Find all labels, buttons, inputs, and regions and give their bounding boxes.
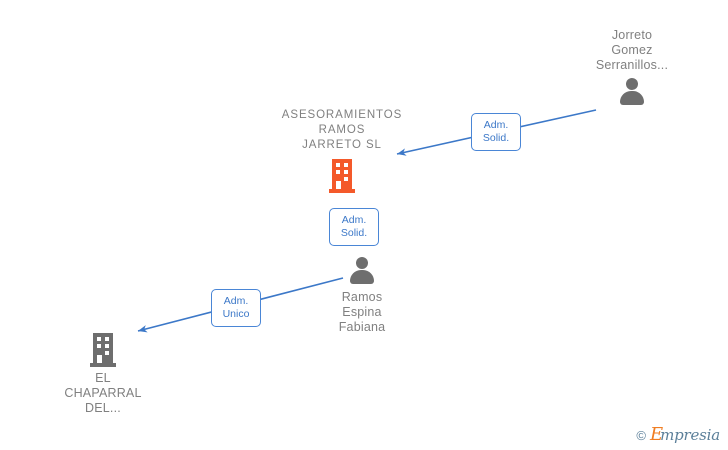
edge-label-adm-unico[interactable]: Adm. Unico: [211, 289, 261, 327]
node-person-2-label: Ramos Espina Fabiana: [338, 290, 386, 334]
node-person-ramos-espina-fabiana[interactable]: Ramos Espina Fabiana: [292, 256, 432, 335]
empresia-watermark: © E mpresia: [636, 424, 720, 445]
node-company[interactable]: ASESORAMIENTOS RAMOS JARRETO SL: [272, 108, 412, 193]
person-icon: [347, 256, 377, 286]
copyright-icon: ©: [636, 427, 646, 443]
brand-initial: E: [649, 424, 664, 445]
node-building-2-label: EL CHAPARRAL DEL...: [64, 371, 142, 415]
node-company-label: ASESORAMIENTOS RAMOS JARRETO SL: [281, 109, 403, 151]
brand-name: mpresia: [660, 426, 720, 444]
node-company-el-chaparral-del[interactable]: EL CHAPARRAL DEL...: [33, 333, 173, 416]
node-person-1-label: Jorreto Gomez Serranillos...: [595, 28, 669, 72]
person-icon: [617, 77, 647, 107]
edge-label-adm-solid-1[interactable]: Adm. Solid.: [471, 113, 521, 151]
edge-label-adm-solid-2[interactable]: Adm. Solid.: [329, 208, 379, 246]
building-icon: [90, 333, 116, 367]
building-icon: [329, 159, 355, 193]
node-person-jorreto-gomez-serranillos[interactable]: Jorreto Gomez Serranillos...: [562, 28, 702, 107]
